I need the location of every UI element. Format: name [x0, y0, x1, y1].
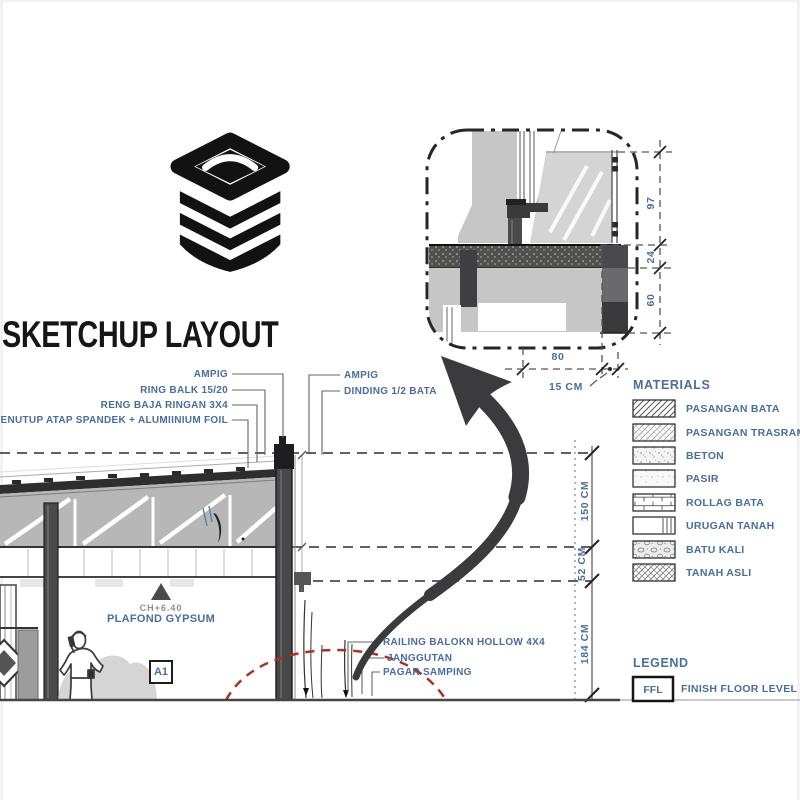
stacked-layers-logo-icon — [170, 132, 290, 272]
material-label-batu-kali: BATU KALI — [686, 544, 745, 556]
roof-assembly — [0, 455, 278, 547]
level-dashed-lines — [0, 452, 591, 582]
swatch-pasir — [632, 469, 676, 488]
detail-callout-border — [425, 128, 639, 350]
callout-ring-balk: RING BALK 15/20 — [140, 385, 228, 396]
swatch-beton — [632, 446, 676, 465]
swatch-pasangan-bata — [632, 399, 676, 418]
interior — [58, 583, 171, 701]
legend-heading: LEGEND — [633, 656, 689, 670]
ffl-abbr: FFL — [643, 684, 663, 696]
swatch-tanah-asli — [632, 563, 676, 582]
callout-railing: RAILING BALOKN HOLLOW 4X4 — [383, 637, 545, 648]
callout-penutup-atap: PENUTUP ATAP SPANDEK + ALUMIINIUM FOIL — [0, 415, 228, 426]
ffl-label: FINISH FLOOR LEVEL — [681, 683, 798, 695]
dim-184cm: 184 CM — [579, 623, 591, 665]
dim-80: 80 — [551, 351, 565, 363]
left-window — [0, 584, 39, 701]
red-setout-ellipse — [224, 648, 448, 701]
materials-swatches — [632, 399, 676, 582]
ceiling-height-value: CH+6.40 — [139, 603, 183, 613]
truss-sketch-mark — [213, 513, 222, 543]
material-label-pasangan-bata: PASANGAN BATA — [686, 403, 780, 415]
dim-60: 60 — [645, 293, 657, 307]
ceiling-level-triangle — [151, 583, 171, 600]
callout-ampig-right: AMPIG — [344, 370, 379, 381]
truss-diagonals — [3, 493, 278, 546]
swatch-rollag-bata — [632, 493, 676, 512]
callout-ampig-left: AMPIG — [193, 369, 228, 380]
leader-lines — [232, 373, 384, 696]
plafond-band — [0, 546, 277, 587]
arrow-head — [441, 356, 512, 426]
right-wall — [274, 436, 311, 701]
swatch-urugan-tanah — [632, 516, 676, 535]
plafond-gypsum-label: PLAFOND GYPSUM — [106, 613, 216, 625]
material-label-urugan-tanah: URUGAN TANAH — [686, 520, 775, 532]
swatch-batu-kali — [632, 540, 676, 559]
dim-15cm: 15 CM — [549, 381, 583, 393]
material-label-beton: BETON — [686, 450, 725, 462]
section-drawing — [0, 373, 800, 703]
person-figure — [59, 630, 104, 701]
material-label-rollag-bata: ROLLAG BATA — [686, 497, 765, 509]
dim-97: 97 — [645, 196, 657, 210]
callout-pagar-samping: PAGAR SAMPING — [383, 667, 472, 678]
section-dim-lines — [297, 440, 600, 703]
detail-drawing — [425, 128, 672, 387]
materials-heading: MATERIALS — [633, 378, 711, 392]
swatch-pasangan-trasram — [632, 423, 676, 442]
callout-reng-baja: RENG BAJA RINGAN 3X4 — [100, 400, 228, 411]
callout-arrow — [352, 356, 530, 681]
callout-janggutan: JANGGUTAN — [387, 653, 453, 664]
truss-zone — [0, 477, 277, 547]
left-column — [43, 502, 59, 701]
dim-150cm: 150 CM — [579, 480, 591, 522]
dim-52cm: 52 CM — [576, 547, 588, 581]
material-label-tanah-asli: TANAH ASLI — [686, 567, 752, 579]
dim-24: 24 — [645, 250, 657, 264]
roof-purlins — [12, 467, 245, 484]
ffl-symbol-box — [631, 675, 675, 703]
section-tag-a1: A1 — [149, 660, 173, 684]
detail-content — [429, 131, 635, 347]
callout-dinding: DINDING 1/2 BATA — [344, 386, 437, 397]
material-label-pasir: PASIR — [686, 473, 719, 485]
detail-dims — [505, 140, 672, 387]
material-label-pasangan-trasram: PASANGAN TRASRAM — [686, 427, 800, 439]
page-title: SKETCHUP LAYOUT — [2, 314, 279, 355]
